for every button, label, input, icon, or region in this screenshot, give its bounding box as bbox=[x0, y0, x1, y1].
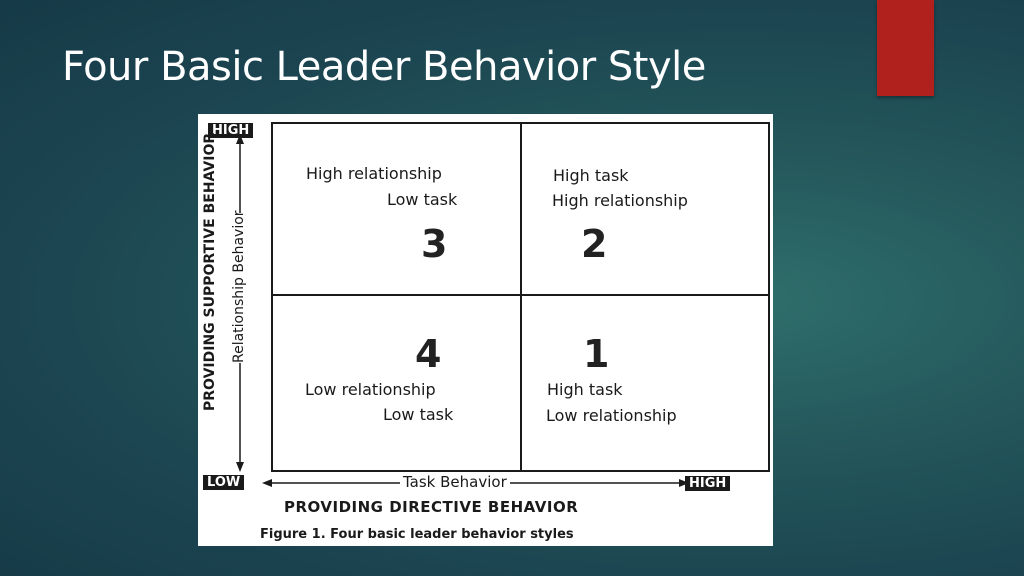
y-axis-subtitle: Relationship Behavior bbox=[231, 210, 247, 363]
x-axis-arrowhead-right bbox=[679, 479, 689, 487]
quadrant-2-line1: High task bbox=[553, 166, 629, 185]
y-axis-arrowhead-up bbox=[236, 134, 244, 144]
y-axis-arrowhead-down bbox=[236, 462, 244, 472]
quadrant-3-line1: High relationship bbox=[306, 164, 442, 183]
x-axis-title: PROVIDING DIRECTIVE BEHAVIOR bbox=[284, 498, 579, 516]
quadrant-1-number: 1 bbox=[583, 332, 610, 376]
quadrant-1-line1: High task bbox=[547, 380, 623, 399]
y-axis-title: PROVIDING SUPPORTIVE BEHAVIOR bbox=[202, 132, 218, 411]
quadrant-2-number: 2 bbox=[581, 222, 608, 266]
quadrant-4-line1: Low relationship bbox=[305, 380, 436, 399]
x-axis-subtitle: Task Behavior bbox=[400, 473, 510, 491]
quadrant-3-line2: Low task bbox=[387, 190, 458, 209]
vertical-divider bbox=[520, 124, 522, 470]
horizontal-divider bbox=[273, 294, 768, 296]
quadrant-3-number: 3 bbox=[421, 222, 448, 266]
leader-behavior-figure: HIGH LOW HIGH PROVIDING SUPPORTIVE BEHAV… bbox=[198, 114, 773, 546]
y-low-label: LOW bbox=[203, 475, 245, 490]
quadrant-grid: High relationship Low task 3 High task H… bbox=[271, 122, 770, 472]
quadrant-4-number: 4 bbox=[415, 332, 442, 376]
quadrant-1-line2: Low relationship bbox=[546, 406, 677, 425]
accent-bar bbox=[877, 0, 934, 96]
figure-caption: Figure 1. Four basic leader behavior sty… bbox=[260, 527, 574, 542]
quadrant-4-line2: Low task bbox=[383, 405, 454, 424]
x-axis-arrowhead-left bbox=[262, 479, 272, 487]
x-high-label: HIGH bbox=[685, 476, 731, 491]
slide-title: Four Basic Leader Behavior Style bbox=[62, 44, 706, 90]
quadrant-2-line2: High relationship bbox=[552, 191, 688, 210]
y-high-label: HIGH bbox=[208, 123, 254, 138]
